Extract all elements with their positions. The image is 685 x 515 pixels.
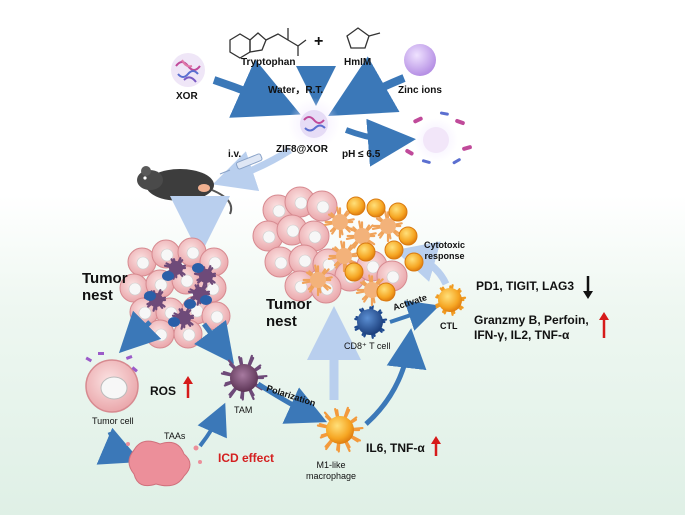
right-ctl-0	[346, 196, 366, 216]
arrow-taas-to-tam	[197, 402, 227, 448]
tumor-cell-icon	[85, 352, 139, 413]
cytotoxic-response-label: Cytotoxic response	[424, 240, 465, 262]
zif8-xor-label: ZIF8@XOR	[276, 144, 328, 155]
cytotoxic-line1: Cytotoxic	[424, 240, 466, 250]
left-blue-cell-5	[200, 295, 212, 305]
m1-macrophage-label: M1-like macrophage	[306, 460, 356, 482]
arrow-nest-to-tumor-cell	[118, 310, 162, 354]
taas-label: TAAs	[164, 431, 186, 441]
tumor-nest-left-line2: nest	[82, 287, 113, 304]
pd1-tigit-lag3-label: PD1, TIGIT, LAG3	[476, 279, 575, 293]
il6-up-arrowhead-icon	[431, 436, 441, 444]
cd8-t-cell-icon	[354, 305, 388, 339]
m1-macrophage-icon	[316, 406, 364, 453]
m1-line2: macrophage	[306, 471, 357, 481]
tumor-nest-left-line1: Tumor	[82, 270, 128, 287]
plus-sign: +	[314, 33, 324, 50]
tumor-nest-right-label: Tumor nest	[266, 296, 312, 330]
ctl-body	[438, 288, 462, 312]
m1-body	[326, 416, 354, 444]
tam-body	[230, 364, 258, 392]
tumor-nest-right-line1: Tumor	[266, 296, 312, 313]
zinc-ion-sphere-icon	[404, 44, 436, 76]
il6-tnf-label: IL6, TNF-α	[366, 441, 425, 455]
left-blue-cell-4	[192, 263, 204, 273]
arrow-nest-to-tam	[194, 320, 234, 364]
iv-label: i.v.	[228, 149, 242, 160]
xor-label: XOR	[176, 91, 198, 102]
right-ctl-8	[404, 252, 424, 272]
right-ctl-5	[398, 226, 418, 246]
granzyme-up-arrowhead-icon	[599, 312, 609, 320]
tam-macrophage-icon	[220, 354, 268, 401]
hmim-label: HmIM	[344, 57, 372, 68]
ctl-cell-icon	[435, 284, 467, 316]
pd1-down-arrowhead-icon	[583, 291, 593, 299]
released-enzyme-icon	[405, 111, 472, 165]
granzyme-line2: IFN-γ, IL2, TNF-α	[474, 328, 570, 342]
cytotoxic-line2: response	[424, 251, 465, 261]
icd-effect-label: ICD effect	[218, 451, 275, 465]
right-ctl-2	[388, 202, 408, 222]
xor-enzyme-icon	[171, 53, 205, 87]
arrow-m1-to-ctl	[364, 328, 427, 426]
tumor-nest-left-cluster	[119, 237, 231, 349]
tam-label: TAM	[234, 405, 253, 415]
tumor-nest-left-label: Tumor nest	[82, 270, 128, 304]
zinc-ions-label: Zinc ions	[398, 85, 442, 96]
right-ctl-7	[376, 282, 396, 302]
tumor-cell-label: Tumor cell	[92, 416, 134, 426]
ros-up-arrowhead-icon	[183, 376, 193, 384]
m1-line1: M1-like	[316, 460, 346, 470]
cd8-t-cell-label: CD8⁺ T cell	[344, 341, 391, 351]
ph-label: pH ≤ 6.5	[342, 149, 381, 160]
syringe-icon	[219, 153, 263, 175]
water-rt-label: Water，R.T.	[268, 85, 324, 96]
arrow-polarization	[256, 381, 328, 424]
tumor-nest-right-cluster	[252, 186, 424, 307]
right-ctl-4	[384, 240, 404, 260]
ctl-label: CTL	[440, 321, 458, 331]
left-blue-cell-3	[168, 317, 180, 327]
left-blue-cell-2	[144, 291, 156, 301]
ros-label: ROS	[150, 384, 177, 398]
tryptophan-structure-icon	[229, 28, 307, 59]
hmim-structure-icon	[346, 27, 381, 49]
zif8-xor-nanoparticle-icon	[288, 98, 340, 150]
arrow-activate	[389, 300, 440, 331]
arrow-xor-to-zif8	[212, 59, 301, 118]
dying-tumor-cell-icon	[126, 440, 202, 487]
arrow-injection	[212, 147, 292, 192]
tumor-nest-right-line2: nest	[266, 313, 297, 330]
mouse-icon	[137, 166, 233, 215]
arrow-zif8-to-release	[344, 118, 416, 167]
arrow-zinc-to-zif8	[328, 56, 406, 116]
right-ctl-3	[356, 242, 376, 262]
granzyme-cytokines-label: Granzmy B, Perfoin, IFN-γ, IL2, TNF-α	[474, 313, 589, 343]
tryptophan-label: Tryptophan	[241, 57, 296, 68]
granzyme-line1: Granzmy B, Perfoin,	[474, 313, 589, 327]
right-ctl-1	[366, 198, 386, 218]
left-blue-cell-0	[162, 271, 174, 281]
cd8-body	[357, 309, 383, 335]
right-ctl-6	[344, 262, 364, 282]
left-blue-cell-1	[184, 299, 196, 309]
